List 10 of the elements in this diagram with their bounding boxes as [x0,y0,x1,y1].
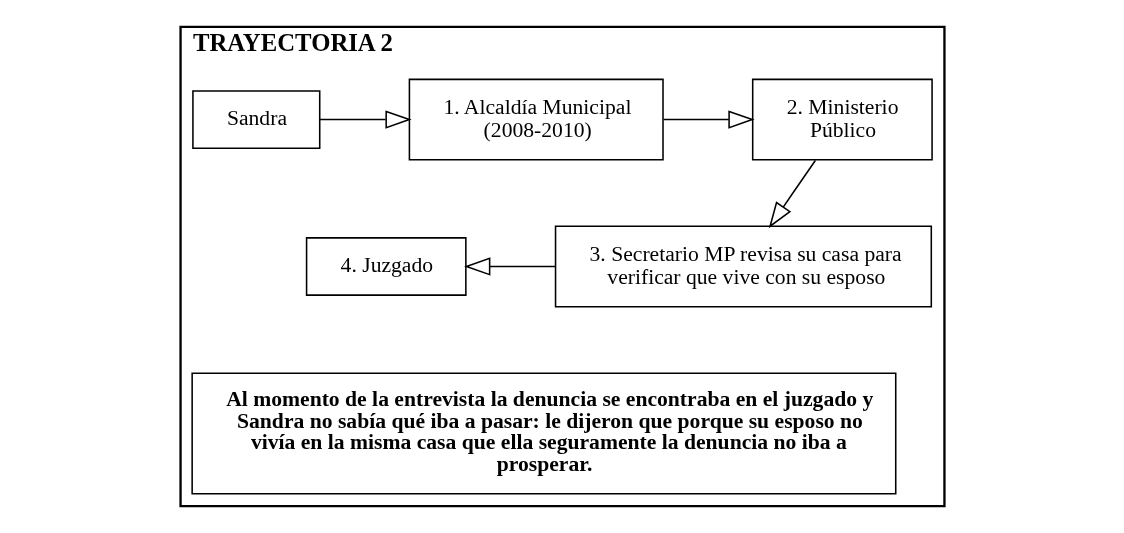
node-box: Sandra [191,90,320,149]
arrow [662,110,755,129]
node-box: 1. Alcaldía Municipal (2008-2010) [408,78,664,161]
arrow [768,159,816,229]
arrow [463,257,556,276]
node-box: 4. Juzgado [305,237,467,296]
node-box: 3. Secretario MP revisa su casa para verificar que vive con su esposo [554,225,932,308]
node-box: Al momento de la entrevista la denuncia se encontraba en el juzgado y Sandra no sabía qué iba a pasar: le dijeron que porque su esposo no vivía en la misma casa que ella seguramente la denuncia no iba a prosperar. [190,372,896,495]
arrow [318,110,412,129]
node-box: 2. Ministerio Público [751,78,933,161]
